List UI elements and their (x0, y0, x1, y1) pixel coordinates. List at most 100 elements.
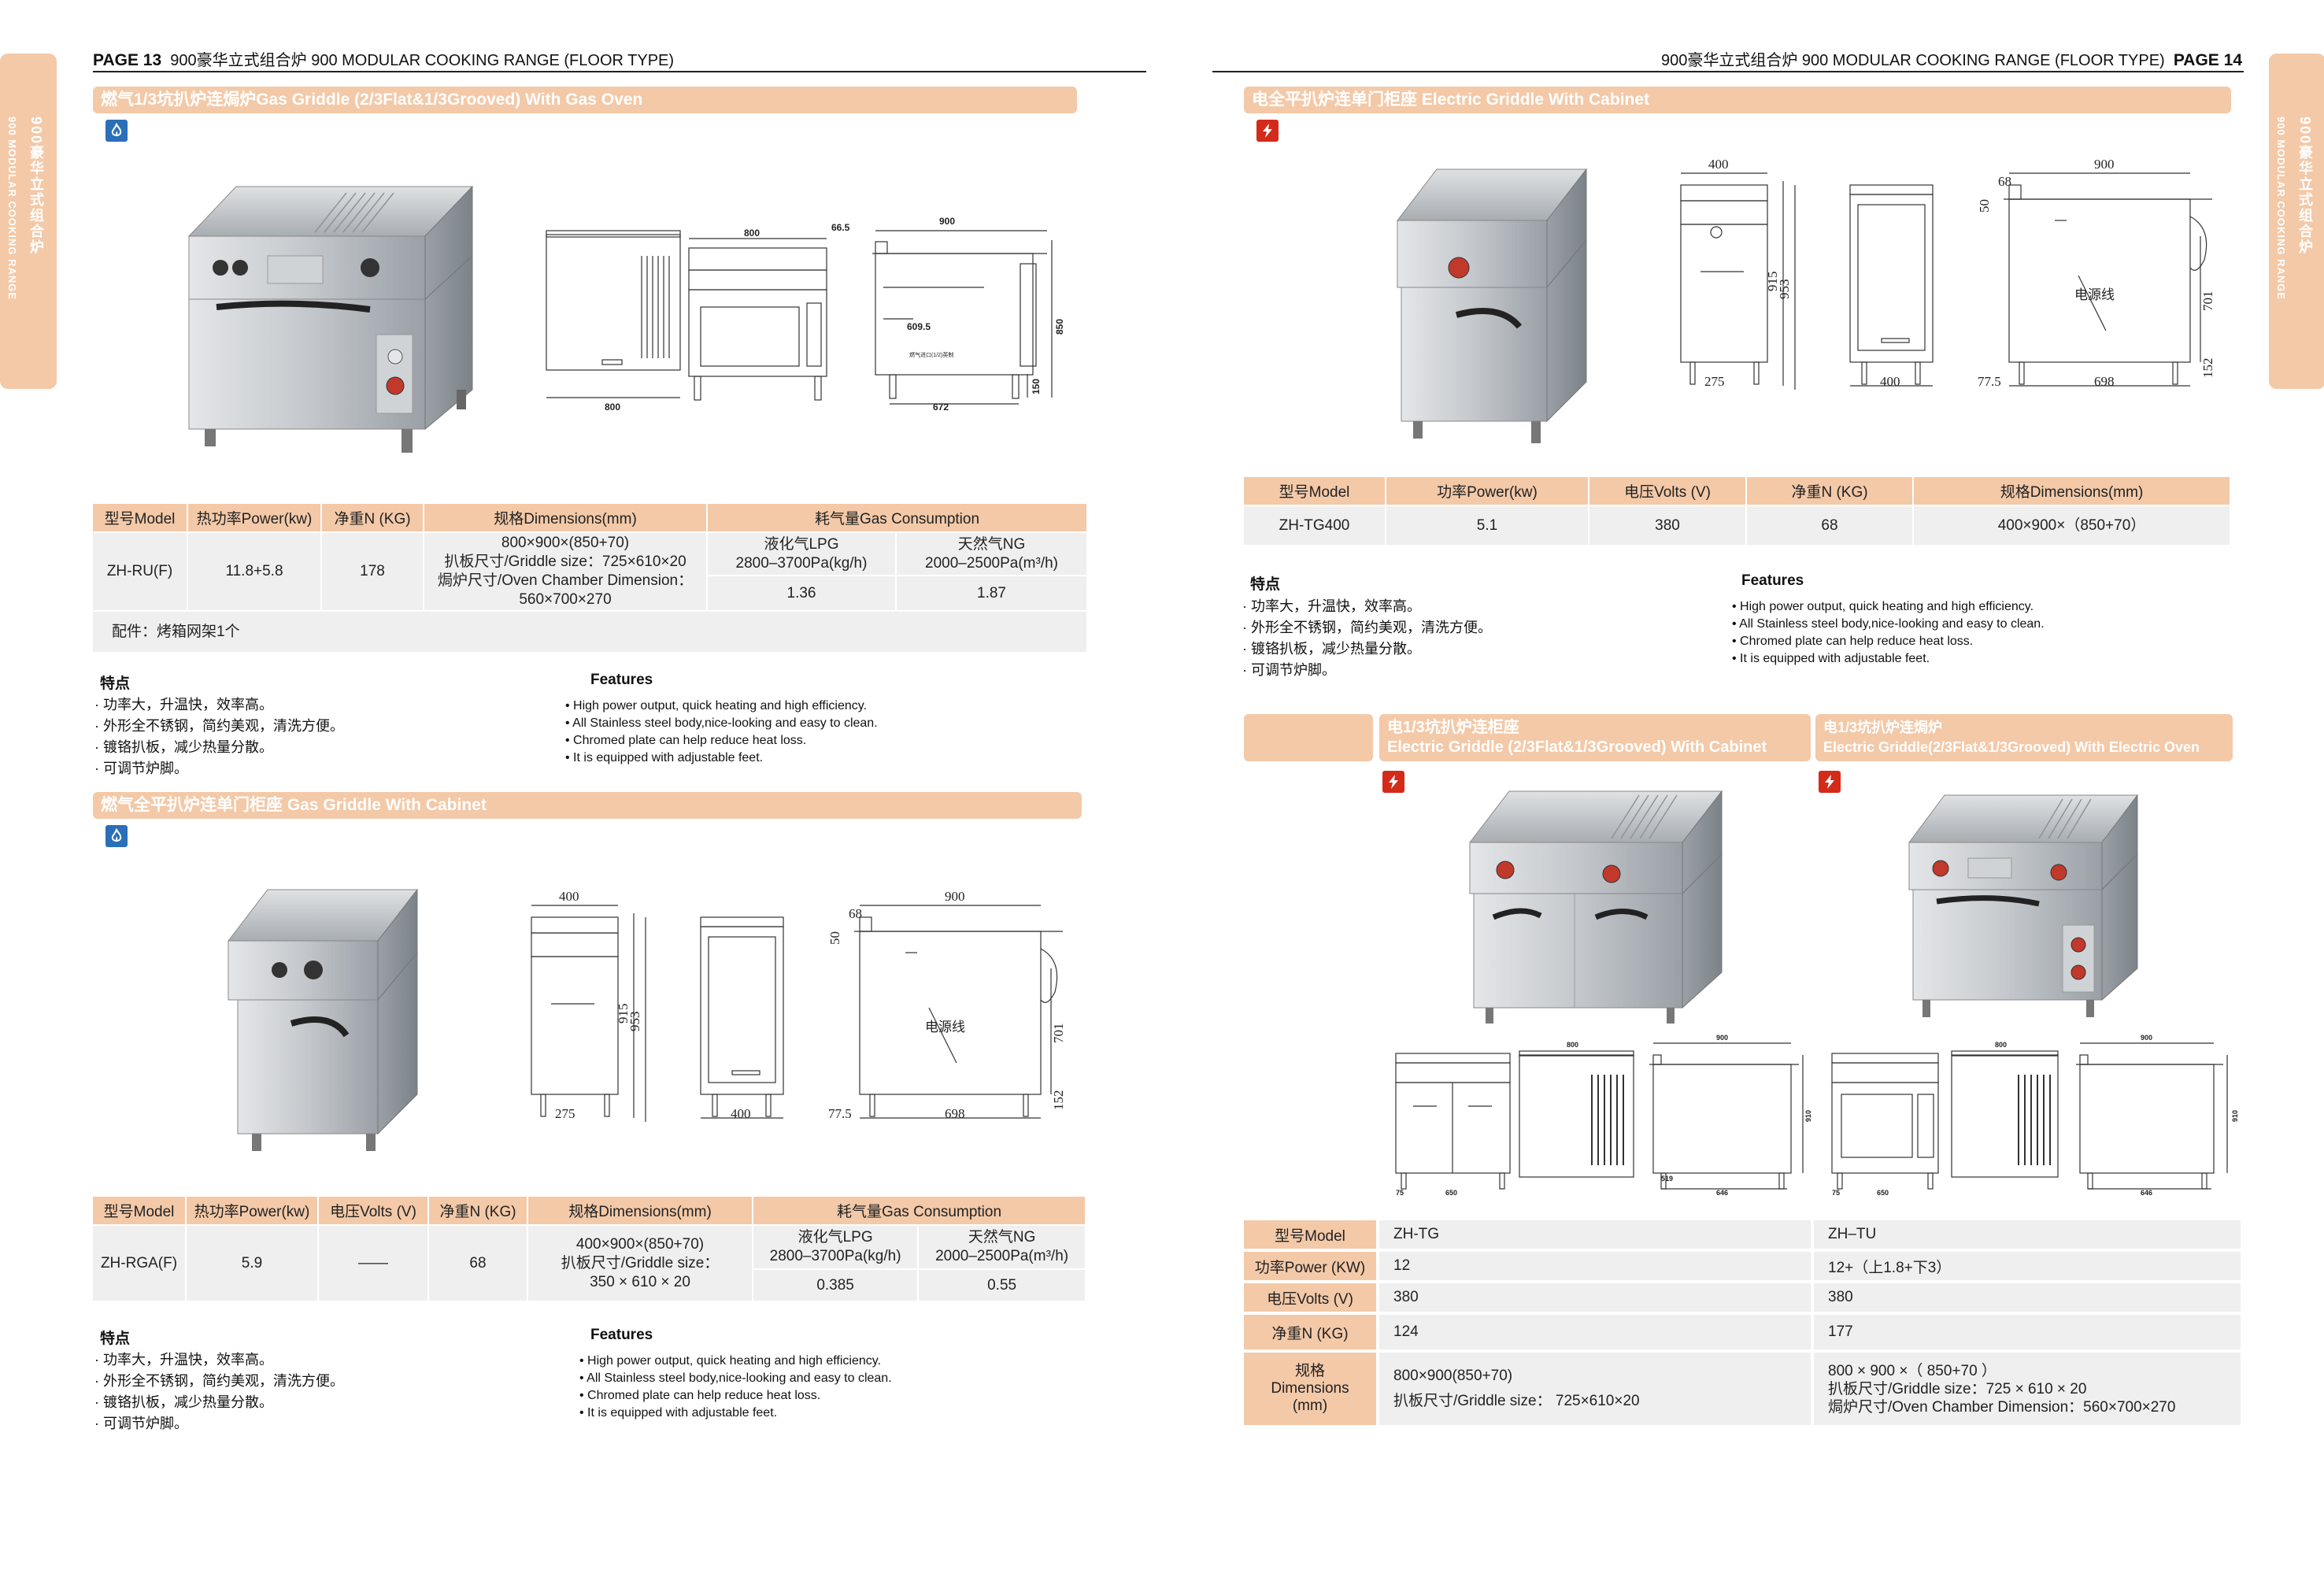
section-title-tg400: 电全平扒炉连单门柜座 Electric Griddle With Cabinet (1244, 87, 2231, 113)
model-cell: ZH-RGA(F) (93, 1224, 187, 1301)
col-header: 电压Volts (V) (318, 1197, 429, 1225)
dims-label-line: (mm) (1292, 1397, 1328, 1414)
page-title-right: 900豪华立式组合炉 900 MODULAR COOKING RANGE (FL… (1660, 52, 2165, 69)
dim-label: 701 (1051, 1024, 1066, 1044)
side-tab-left-cn: 900豪华立式组合炉 (28, 117, 44, 256)
ng-cell: 天然气NG 2000–2500Pa(m³/h) (918, 1224, 1086, 1269)
dims-line: 扒板尺寸/Griddle size： 725×610×20 (1393, 1393, 1640, 1409)
dim-label: 77.5 (1978, 374, 2001, 389)
feature-item: • It is equipped with adjustable feet. (579, 1406, 778, 1420)
flame-icon (105, 825, 128, 847)
technical-drawing-ru: 800 800 66.5 900 609.5 850 150 672 燃气进口(… (543, 209, 1086, 417)
features-en-title: Features (1741, 572, 1804, 589)
lightning-icon (1256, 120, 1279, 142)
dim-label: 152 (2200, 358, 2215, 379)
dim-label: 75 (1396, 1189, 1404, 1197)
dim-label: 650 (1877, 1189, 1889, 1197)
weight-cell: 178 (321, 531, 424, 611)
lpg-value: 0.385 (753, 1268, 920, 1301)
feature-item: · 功率大，升温快，效率高。 (1242, 598, 1421, 614)
dims-line: 扒板尺寸/Griddle size：725 × 610 × 20 (1828, 1380, 2087, 1397)
dim-label: 152 (1051, 1090, 1066, 1111)
tu-model: ZH–TU (1814, 1220, 2241, 1249)
technical-drawing-tg: 800 900 650 519 646 75 910 (1393, 1031, 1819, 1197)
section-title-ru: 燃气1/3坑扒炉连焗炉Gas Griddle (2/3Flat&1/3Groov… (93, 87, 1077, 113)
features-en-list: • High power output, quick heating and h… (579, 1353, 892, 1422)
feature-item: · 外形全不锈钢，简约美观，清洗方便。 (94, 718, 344, 734)
dim-label: 672 (933, 402, 949, 413)
dim-label: 650 (1445, 1189, 1457, 1197)
volts-cell: —— (318, 1224, 429, 1301)
weight-cell: 68 (428, 1224, 528, 1301)
feature-item: · 镀铬扒板，减少热量分散。 (94, 739, 273, 755)
section-title-tg-cn: 电1/3坑扒炉连柜座 (1387, 719, 1519, 736)
feature-item: • All Stainless steel body,nice-looking … (579, 1371, 892, 1385)
dims-line: 800×900(850+70) (1393, 1368, 1513, 1384)
feature-item: • All Stainless steel body,nice-looking … (1732, 617, 2045, 631)
col-header: 净重N (KG) (321, 504, 424, 532)
feature-item: • Chromed plate can help reduce heat los… (565, 734, 807, 747)
product-image-electric-griddle-grooved-cabinet (1466, 775, 1726, 1027)
ng-pressure: 2000–2500Pa(m³/h) (925, 554, 1058, 572)
col-header: 型号Model (93, 504, 188, 532)
lightning-icon (1382, 771, 1404, 793)
gas-inlet-note: 燃气进口(1/2)英制 (909, 351, 953, 358)
col-header: 耗气量Gas Consumption (753, 1197, 1086, 1225)
dim-label: 50 (1977, 199, 1992, 213)
dims-line: 焗炉尺寸/Oven Chamber Dimension： (437, 572, 694, 589)
ng-pressure: 2000–2500Pa(m³/h) (935, 1248, 1069, 1264)
dims-label-line: Dimensions (1271, 1380, 1349, 1397)
dim-label: 400 (1708, 157, 1729, 172)
col-header: 电压Volts (V) (1589, 477, 1747, 505)
power-cord-label: 电源线 (2074, 287, 2115, 302)
section-title-tu: 电1/3坑扒炉连焗炉 Electric Griddle(2/3Flat&1/3G… (1815, 714, 2233, 761)
lightning-icon (1819, 771, 1841, 793)
col-header: 型号Model (93, 1197, 187, 1225)
feature-item: · 功率大，升温快，效率高。 (94, 697, 273, 713)
dims-cell: 400×900×（850+70） (1913, 505, 2231, 545)
section-title-rga: 燃气全平扒炉连单门柜座 Gas Griddle With Cabinet (93, 792, 1082, 819)
section-title-tu-en: Electric Griddle(2/3Flat&1/3Grooved) Wit… (1823, 739, 2200, 755)
lpg-value: 1.36 (707, 575, 897, 611)
technical-drawing-rga: 400 915 953 275 400 68 900 50 电源线 701 77… (520, 882, 1079, 1134)
power-cord-label: 电源线 (925, 1020, 965, 1035)
side-tab-left: 900豪华立式组合炉 900 MODULAR COOKING RANGE (0, 54, 57, 389)
accessory-cell: 配件：烤箱网架1个 (93, 610, 1088, 652)
feature-item: · 外形全不锈钢，简约美观，清洗方便。 (94, 1373, 344, 1389)
dim-label: 77.5 (828, 1106, 852, 1121)
dims-line: 800×900×(850+70) (501, 535, 630, 551)
product-image-electric-griddle-cabinet (1390, 138, 1594, 453)
features-en-list: • High power output, quick heating and h… (1732, 598, 2045, 668)
header-rule-right (1212, 71, 2244, 72)
col-header: 规格Dimensions(mm) (424, 504, 708, 532)
ng-value: 0.55 (918, 1268, 1086, 1301)
feature-item: • Chromed plate can help reduce heat los… (579, 1389, 821, 1402)
dim-label: 75 (1832, 1189, 1840, 1197)
features-en-title: Features (590, 1327, 653, 1343)
dim-label: 910 (1804, 1110, 1812, 1122)
dim-label: 800 (1567, 1041, 1578, 1049)
tu-volts: 380 (1814, 1283, 2241, 1312)
dim-label: 66.5 (831, 222, 850, 233)
dim-label: 68 (1998, 174, 2011, 189)
model-cell: ZH-TG400 (1244, 505, 1386, 545)
ng-label: 天然气NG (968, 1229, 1036, 1246)
col-header: 规格Dimensions(mm) (527, 1197, 753, 1225)
side-tab-right-en: 900 MODULAR COOKING RANGE (2275, 117, 2287, 301)
side-tab-right-cn: 900豪华立式组合炉 (2297, 117, 2313, 256)
dim-label: 275 (1704, 374, 1725, 389)
dim-label: 701 (2200, 291, 2215, 312)
features-cn-list: · 功率大，升温快，效率高。 · 外形全不锈钢，简约美观，清洗方便。 · 镀铬扒… (94, 1349, 344, 1434)
features-cn-title: 特点 (100, 1331, 131, 1347)
dim-label: 698 (2094, 374, 2115, 389)
feature-item: · 可调节炉脚。 (1242, 662, 1336, 678)
col-header: 规格Dimensions(mm) (1913, 477, 2231, 505)
col-header: 热功率Power(kw) (186, 1197, 319, 1225)
feature-item: • It is equipped with adjustable feet. (565, 751, 764, 764)
dim-label: 953 (627, 1012, 642, 1032)
dim-label: 150 (1031, 379, 1042, 394)
ng-value: 1.87 (896, 575, 1088, 611)
col-header: 热功率Power(kw) (187, 504, 322, 532)
dims-line: 扒板尺寸/Griddle size： (561, 1254, 720, 1272)
